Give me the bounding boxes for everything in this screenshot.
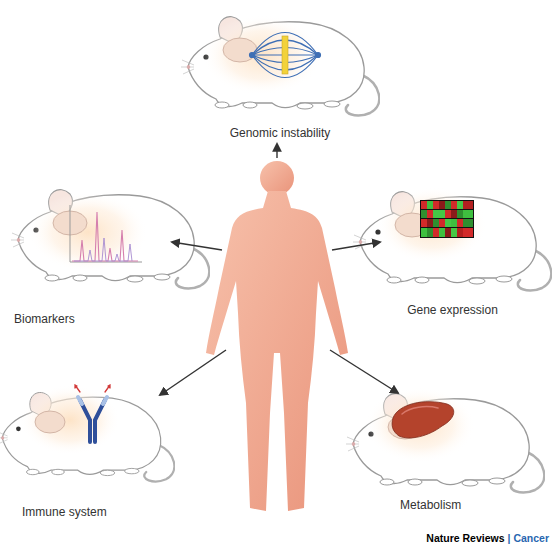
mouse-model-panel: Metabolism bbox=[345, 380, 555, 513]
liver-symbol bbox=[392, 402, 454, 438]
arrows bbox=[160, 144, 398, 395]
biomarker-spectrum bbox=[70, 205, 142, 262]
panel-label: Gene expression bbox=[407, 303, 498, 318]
arrow bbox=[160, 350, 226, 395]
human-figure bbox=[206, 161, 348, 511]
tumour-glow bbox=[365, 387, 475, 463]
arrow bbox=[172, 242, 222, 250]
tumour bbox=[35, 411, 65, 433]
tumour-glow bbox=[28, 192, 148, 272]
mouse-model-panel: Genomic instability bbox=[180, 5, 380, 141]
mouse-model-panel: Biomarkers bbox=[0, 180, 215, 327]
tumour-glow bbox=[20, 385, 120, 455]
arrow bbox=[332, 242, 380, 250]
mitotic-spindle bbox=[250, 33, 321, 78]
journal-credit: Nature Reviews | Cancer bbox=[423, 532, 549, 544]
credit-text: | Cancer bbox=[508, 532, 549, 544]
panel-label: Genomic instability bbox=[230, 126, 331, 141]
panel-label: Immune system bbox=[22, 505, 107, 520]
mouse-model-panel: Gene expression bbox=[350, 180, 555, 318]
tumour-glow bbox=[202, 15, 322, 95]
panel-label: Metabolism bbox=[400, 498, 461, 513]
tumour bbox=[223, 38, 257, 62]
expression-heatmap bbox=[420, 200, 474, 238]
mouse-illustration bbox=[11, 190, 209, 289]
tumour-glow bbox=[377, 187, 487, 263]
mouse-model-panel: Immune system bbox=[0, 380, 175, 520]
panel-label: Biomarkers bbox=[14, 312, 75, 327]
credit-text: Nature Reviews bbox=[426, 532, 504, 544]
arrow bbox=[276, 144, 277, 158]
antibody-symbol bbox=[75, 385, 110, 442]
arrow bbox=[330, 350, 398, 393]
